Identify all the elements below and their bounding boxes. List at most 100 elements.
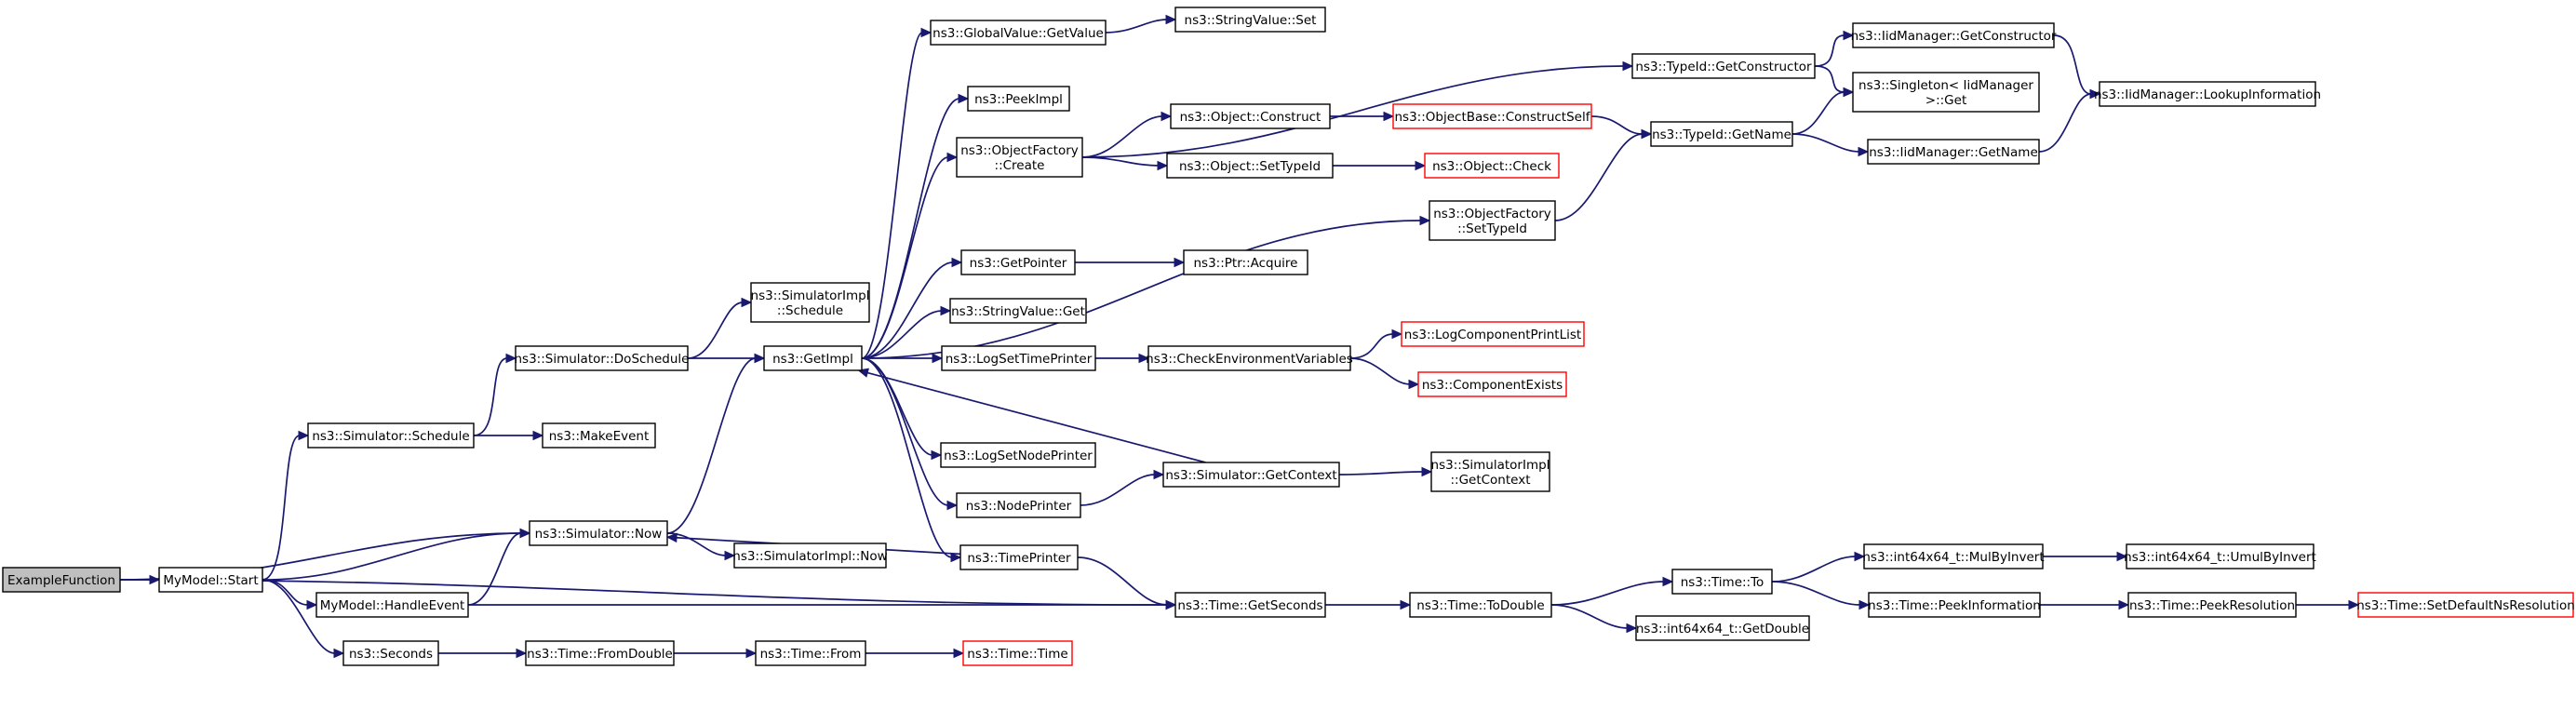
node-typeid-getname[interactable]: ns3::TypeId::GetName: [1650, 121, 1793, 147]
node-object-construct[interactable]: ns3::Object::Construct: [1170, 103, 1331, 129]
node-ptr-acquire[interactable]: ns3::Ptr::Acquire: [1183, 249, 1308, 275]
node-box: [967, 86, 1070, 112]
node-timeprinter[interactable]: ns3::TimePrinter: [959, 544, 1079, 570]
arrowhead: [519, 528, 531, 539]
node-iidmanager-lookupinformation[interactable]: ns3::IidManager::LookupInformation: [2094, 81, 2321, 107]
arrowhead: [946, 152, 959, 163]
node-box: [1631, 53, 1816, 79]
node-time-peekinformation[interactable]: ns3::Time::PeekInformation: [1868, 592, 2041, 618]
node-iidmanager-getname[interactable]: ns3::IidManager::GetName: [1867, 139, 2040, 165]
node-globalvalue-getvalue[interactable]: ns3::GlobalValue::GetValue: [930, 20, 1107, 46]
arrowhead: [745, 648, 758, 659]
node-label: ns3::ObjectFactory: [960, 143, 1079, 158]
arrowhead: [1400, 599, 1412, 610]
edge-line: [1081, 65, 1625, 158]
node-time-from[interactable]: ns3::Time::From: [755, 640, 866, 666]
node-box: [750, 282, 870, 323]
node-box: [1671, 569, 1773, 595]
node-box: [515, 345, 689, 371]
arrowhead: [953, 648, 965, 659]
node-label: ns3::StringValue::Get: [951, 304, 1085, 319]
node-box: [1174, 592, 1326, 618]
node-label: ns3::LogSetNodePrinter: [944, 449, 1093, 463]
node-object-check[interactable]: ns3::Object::Check: [1424, 153, 1560, 179]
node-objectfactory-create[interactable]: ns3::ObjectFactory::Create: [956, 137, 1083, 178]
node-label: ns3::SimulatorImpl: [1431, 458, 1550, 473]
node-time-todouble[interactable]: ns3::Time::ToDouble: [1409, 592, 1552, 618]
edge-line: [861, 357, 933, 456]
arrowhead: [1153, 469, 1165, 480]
edge-line: [1081, 115, 1163, 158]
edge-line: [467, 532, 522, 606]
node-label: ::GetContext: [1450, 473, 1530, 488]
node-time-to[interactable]: ns3::Time::To: [1671, 569, 1773, 595]
node-int64x64-getdouble[interactable]: ns3::int64x64_t::GetDouble: [1635, 615, 1810, 641]
edge-time-todouble-to-time-to: [1550, 576, 1674, 606]
node-label: ns3::TypeId::GetConstructor: [1635, 60, 1812, 74]
node-typeid-getconstructor[interactable]: ns3::TypeId::GetConstructor: [1631, 53, 1816, 79]
node-simulatorimpl-now[interactable]: ns3::SimulatorImpl::Now: [732, 543, 888, 569]
node-getimpl[interactable]: ns3::GetImpl: [763, 345, 863, 371]
edge-nodeprinter-to-simulator-getcontext: [1080, 469, 1165, 506]
arrowhead: [505, 353, 517, 364]
node-time-getseconds[interactable]: ns3::Time::GetSeconds: [1174, 592, 1326, 618]
node-int64x64-umulbyinvert[interactable]: ns3::int64x64_t::UmulByInvert: [2124, 543, 2316, 569]
node-box: [1852, 22, 2055, 48]
node-stringvalue-get[interactable]: ns3::StringValue::Get: [949, 298, 1087, 324]
node-simulatorimpl-getcontext[interactable]: ns3::SimulatorImpl::GetContext: [1430, 451, 1550, 492]
edge-simulator-schedule-to-makeevent: [474, 430, 544, 441]
node-object-settypeid[interactable]: ns3::Object::SetTypeId: [1166, 153, 1334, 179]
node-label: ns3::Time::PeekResolution: [2129, 598, 2295, 613]
edge-line: [1081, 156, 1160, 167]
arrowhead: [932, 353, 944, 364]
node-simulator-doschedule[interactable]: ns3::Simulator::DoSchedule: [515, 345, 690, 371]
node-objectbase-constructself[interactable]: ns3::ObjectBase::ConstructSelf: [1392, 103, 1592, 129]
node-stringvalue-set[interactable]: ns3::StringValue::Set: [1174, 7, 1326, 33]
node-simulator-getcontext[interactable]: ns3::Simulator::GetContext: [1162, 462, 1340, 488]
node-singleton-get[interactable]: ns3::Singleton< IidManager >::Get: [1852, 72, 2040, 113]
node-label: ns3::Time::PeekInformation: [1868, 598, 2041, 613]
node-mymodel-handleevent[interactable]: MyModel::HandleEvent: [315, 592, 469, 618]
node-componentexists[interactable]: ns3::ComponentExists: [1417, 371, 1567, 397]
node-box: [1429, 200, 1556, 241]
edge-objectfactory-create-to-typeid-getconstructor: [1081, 60, 1634, 158]
edge-line: [861, 32, 923, 359]
arrowhead: [940, 305, 952, 316]
edge-checkenvironmentvariables-to-componentexists: [1349, 357, 1420, 390]
node-getpointer[interactable]: ns3::GetPointer: [960, 249, 1076, 275]
node-time-time[interactable]: ns3::Time::Time: [962, 640, 1073, 666]
node-checkenvironmentvariables[interactable]: ns3::CheckEnvironmentVariables: [1146, 345, 1353, 371]
node-simulator-now[interactable]: ns3::Simulator::Now: [529, 520, 668, 546]
node-simulator-schedule[interactable]: ns3::Simulator::Schedule: [307, 422, 475, 449]
arrowhead: [1383, 111, 1395, 122]
node-logcomponentprintlist[interactable]: ns3::LogComponentPrintList: [1401, 321, 1585, 347]
arrowhead: [2116, 551, 2128, 562]
node-label: ns3::int64x64_t::UmulByInvert: [2124, 550, 2316, 565]
node-seconds[interactable]: ns3::Seconds: [342, 640, 439, 666]
node-label: ::Create: [995, 158, 1045, 173]
node-iidmanager-getconstructor[interactable]: ns3::IidManager::GetConstructor: [1851, 22, 2057, 48]
node-nodeprinter[interactable]: ns3::NodePrinter: [956, 492, 1081, 518]
node-time-setdefaultnsresolution[interactable]: ns3::Time::SetDefaultNsResolution: [2356, 592, 2575, 618]
node-peekimpl[interactable]: ns3::PeekImpl: [967, 86, 1070, 112]
edge-line: [262, 579, 336, 654]
node-objectfactory-settypeid[interactable]: ns3::ObjectFactory::SetTypeId: [1429, 200, 1556, 241]
edge-iidmanager-getname-to-iidmanager-lookupinformation: [2038, 88, 2101, 153]
node-box: [1147, 345, 1351, 371]
arrowhead: [1858, 599, 1871, 610]
edge-line: [1349, 333, 1394, 359]
node-examplefunction[interactable]: ExampleFunction: [2, 567, 121, 593]
node-makeevent[interactable]: ns3::MakeEvent: [542, 422, 656, 449]
arrowhead: [1174, 257, 1186, 268]
node-box: [1650, 121, 1793, 147]
node-simulatorimpl-schedule[interactable]: ns3::SimulatorImpl::Schedule: [750, 282, 870, 323]
node-logsetnodeprinter[interactable]: ns3::LogSetNodePrinter: [940, 442, 1096, 468]
node-box: [959, 544, 1079, 570]
node-logsettimeprinter[interactable]: ns3::LogSetTimePrinter: [941, 345, 1096, 371]
edge-getimpl-to-getpointer: [861, 257, 963, 359]
node-mymodel-start[interactable]: MyModel::Start: [158, 567, 263, 593]
node-int64x64-mulbyinvert[interactable]: ns3::int64x64_t::MulByInvert: [1862, 543, 2045, 569]
node-time-fromdouble[interactable]: ns3::Time::FromDouble: [525, 640, 675, 666]
arrowhead: [920, 27, 932, 38]
node-time-peekresolution[interactable]: ns3::Time::PeekResolution: [2127, 592, 2297, 618]
